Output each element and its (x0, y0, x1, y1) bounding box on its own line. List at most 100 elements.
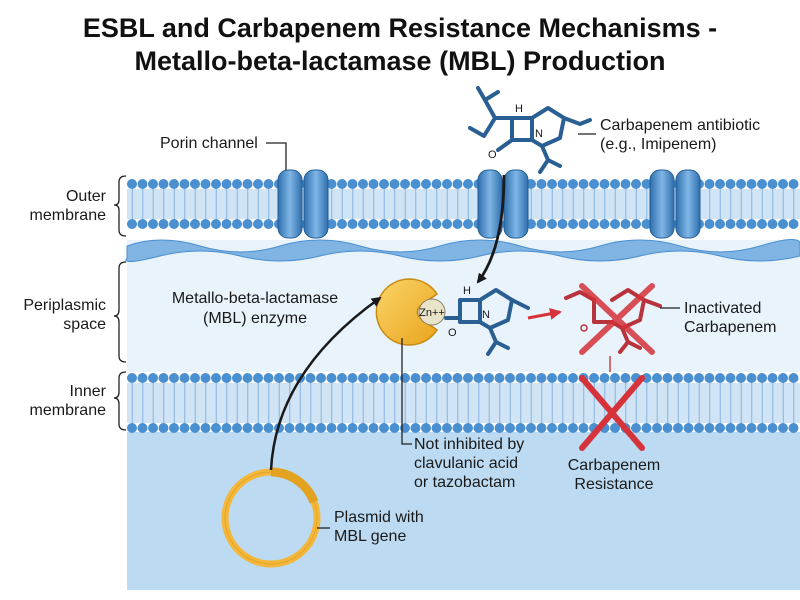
lipid-head (127, 219, 137, 229)
lipid-head (578, 423, 589, 433)
lipid-head (137, 423, 148, 433)
lipid-head (347, 423, 358, 433)
atom-h-bound: H (463, 285, 471, 297)
lipid-head (452, 373, 463, 383)
lipid-head (599, 373, 610, 383)
not-inhibited-label-3: or tazobactam (414, 474, 515, 491)
lipid-head (725, 179, 736, 189)
lipid-head (631, 423, 641, 433)
atom-h-top: H (515, 103, 523, 115)
porin-channel-1 (277, 169, 329, 239)
lipid-head (410, 423, 421, 433)
lipid-head (358, 179, 368, 189)
porin-channel-leader (266, 142, 287, 170)
outer-membrane-label-2: membrane (30, 207, 107, 224)
lipid-head (715, 179, 725, 189)
lipid-head (673, 423, 683, 433)
lipid-head (704, 179, 715, 189)
lipid-head (557, 373, 568, 383)
lipid-head (200, 373, 211, 383)
lipid-head (442, 373, 452, 383)
lipid-head (673, 373, 683, 383)
lipid-head (337, 423, 347, 433)
bound-carbapenem: H N O (444, 285, 530, 356)
lipid-head (221, 219, 232, 229)
lipid-head (683, 373, 694, 383)
lipid-head (137, 179, 148, 189)
lipid-head (536, 373, 547, 383)
lipid-head (221, 373, 232, 383)
lipid-head (452, 423, 463, 433)
inactivated-carbapenem (564, 283, 662, 355)
lipid-head (725, 219, 736, 229)
lipid-head (158, 423, 169, 433)
lipid-head (589, 219, 599, 229)
lipid-head (736, 423, 746, 433)
lipid-head (169, 423, 179, 433)
lipid-head (463, 179, 473, 189)
lipid-head (284, 373, 295, 383)
lipid-head (400, 219, 410, 229)
lipid-head (578, 179, 589, 189)
lipid-head (442, 179, 452, 189)
lipid-head (778, 179, 788, 189)
carbapenem-antibiotic-label-2: (e.g., Imipenem) (600, 136, 716, 153)
atom-o-top: O (488, 149, 497, 161)
lipid-head (379, 423, 389, 433)
lipid-head (715, 219, 725, 229)
inner-membrane-bracket (113, 371, 127, 431)
lipid-head (589, 373, 599, 383)
lipid-head (463, 219, 473, 229)
lipid-head (568, 219, 578, 229)
lipid-head (211, 219, 221, 229)
lipid-head (599, 219, 610, 229)
lipid-head (421, 219, 431, 229)
lipid-head (158, 179, 169, 189)
lipid-head (557, 179, 568, 189)
expression-arrow (269, 296, 382, 471)
lipid-head (368, 179, 379, 189)
porin-channel-label: Porin channel (160, 135, 258, 152)
lipid-head (746, 423, 757, 433)
lipid-head (704, 373, 715, 383)
lipid-head (179, 423, 190, 433)
lipid-head (127, 373, 137, 383)
lipid-head (274, 373, 284, 383)
lipid-head (148, 373, 158, 383)
cytoplasm-region (127, 432, 800, 590)
lipid-head (463, 423, 473, 433)
lipid-head (253, 423, 263, 433)
lipid-head (253, 373, 263, 383)
lipid-head (379, 219, 389, 229)
lipid-head (190, 219, 200, 229)
atom-o-bound: O (448, 327, 457, 339)
lipid-head (169, 179, 179, 189)
lipid-head (725, 423, 736, 433)
lipid-head (526, 373, 536, 383)
lipid-head (568, 423, 578, 433)
lipid-head (148, 179, 158, 189)
porin-channel-3 (649, 169, 701, 239)
lipid-head (421, 373, 431, 383)
lipid-head (610, 219, 620, 229)
lipid-head (137, 219, 148, 229)
lipid-head (767, 373, 778, 383)
lipid-head (620, 219, 631, 229)
lipid-head (641, 179, 652, 189)
carbapenem-molecule: H N O (468, 86, 592, 174)
lipid-head (757, 179, 767, 189)
lipid-head (190, 373, 200, 383)
lipid-head (158, 219, 169, 229)
not-inhibited-label-1: Not inhibited by (414, 436, 524, 453)
not-inhibited-leader (401, 338, 412, 445)
lipid-head (232, 373, 242, 383)
lipid-head (578, 219, 589, 229)
mbl-enzyme-label-2: (MBL) enzyme (203, 310, 307, 327)
hydrolysis-arrow (527, 307, 562, 320)
lipid-head (568, 179, 578, 189)
lipid-head (232, 179, 242, 189)
lipid-head (148, 423, 158, 433)
outer-membrane-label-1: Outer (66, 188, 107, 205)
lipid-head (284, 423, 295, 433)
lipid-head (463, 373, 473, 383)
